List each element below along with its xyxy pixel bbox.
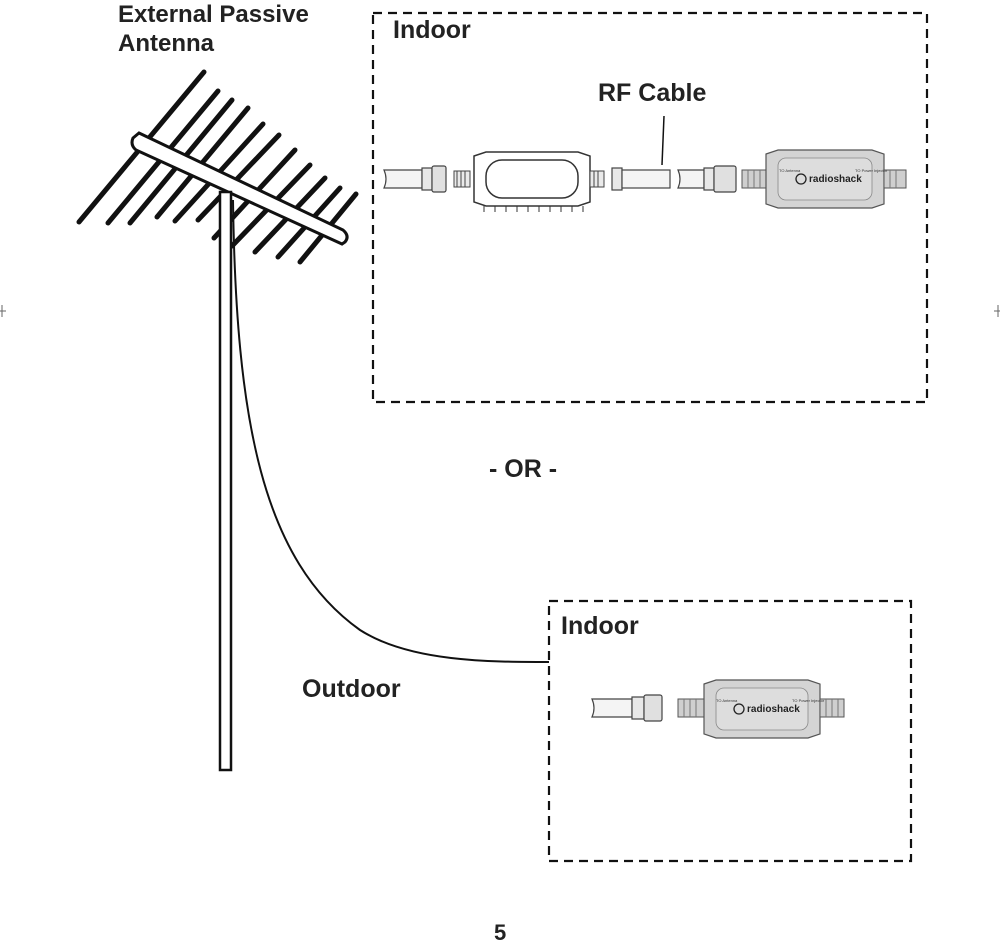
or-separator: - OR - bbox=[489, 455, 558, 483]
device-port-left: TO Antenna bbox=[716, 698, 738, 703]
amplifier-device-icon: radioshack TO Antenna TO Power Injector bbox=[677, 679, 845, 739]
indoor-box-bottom bbox=[547, 599, 913, 863]
registration-mark-right bbox=[994, 305, 1000, 317]
device-port-right: TO Power Injector bbox=[855, 168, 888, 173]
coax-connector-icon bbox=[677, 165, 737, 193]
barrel-connector-icon bbox=[611, 167, 671, 191]
device-brand-text: radioshack bbox=[747, 704, 800, 715]
registration-mark-left bbox=[0, 305, 6, 317]
page-number: 5 bbox=[494, 920, 507, 945]
indoor-label-bottom: Indoor bbox=[561, 612, 639, 640]
antenna-cable bbox=[232, 199, 550, 663]
antenna-icon bbox=[76, 69, 359, 772]
antenna-title-line2: Antenna bbox=[118, 30, 214, 57]
antenna-title-line1: External Passive bbox=[118, 1, 309, 28]
rf-cable-label: RF Cable bbox=[598, 79, 707, 107]
threaded-fitting bbox=[589, 170, 605, 188]
coax-connector-icon bbox=[591, 694, 663, 722]
device-port-left: TO Antenna bbox=[779, 168, 801, 173]
coax-connector-icon bbox=[383, 165, 447, 193]
device-brand-text: radioshack bbox=[809, 174, 862, 185]
amplifier-device-outline bbox=[473, 151, 591, 212]
rf-cable-pointer bbox=[661, 115, 665, 166]
amplifier-device-icon: radioshack TO Antenna TO Power Injector bbox=[741, 149, 907, 209]
threaded-fitting bbox=[453, 170, 471, 188]
indoor-box-top bbox=[371, 11, 929, 404]
device-port-right: TO Power Injector bbox=[792, 698, 825, 703]
outdoor-label: Outdoor bbox=[302, 675, 401, 703]
indoor-label-top: Indoor bbox=[393, 16, 471, 44]
antenna-title: External Passive Antenna bbox=[118, 0, 309, 58]
